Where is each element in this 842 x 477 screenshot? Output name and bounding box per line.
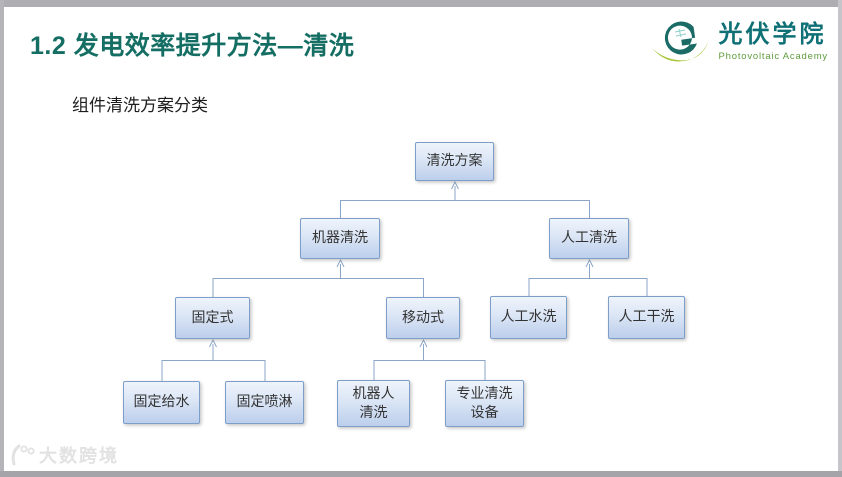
logo-leaf-g-icon [651,21,709,62]
diagram-caption: 组件清洗方案分类 [72,96,208,115]
node-machine-cleaning: 机器清洗 [300,218,380,259]
viewer-frame-right [838,0,842,477]
node-cleaning-plan: 清洗方案 [415,142,494,181]
node-mobile-type: 移动式 [386,297,460,339]
viewer-frame-bottom [0,471,842,477]
node-fixed-spray: 固定喷淋 [225,381,304,424]
watermark-text: 大数跨境 [39,446,119,466]
slide-title: 1.2 发电效率提升方法—清洗 [30,32,355,60]
logo-name-cn: 光伏学院 [718,21,827,49]
node-fixed-water-supply: 固定给水 [123,381,200,424]
node-manual-dry-wash: 人工干洗 [608,296,685,339]
logo-name-en: Photovoltaic Academy [718,50,828,62]
viewer-frame-top [0,0,842,7]
node-manual-water-wash: 人工水洗 [490,296,567,339]
node-fixed-type: 固定式 [175,297,250,339]
node-manual-cleaning: 人工清洗 [549,218,629,259]
viewer-frame-left [0,0,4,477]
node-robot-cleaning: 机器人 清洗 [337,380,410,427]
node-professional-equipment: 专业清洗 设备 [445,380,524,427]
watermark: 大数跨境 [7,442,119,468]
watermark-icon [11,444,35,466]
photovoltaic-academy-logo: 光伏学院 Photovoltaic Academy [651,16,828,68]
